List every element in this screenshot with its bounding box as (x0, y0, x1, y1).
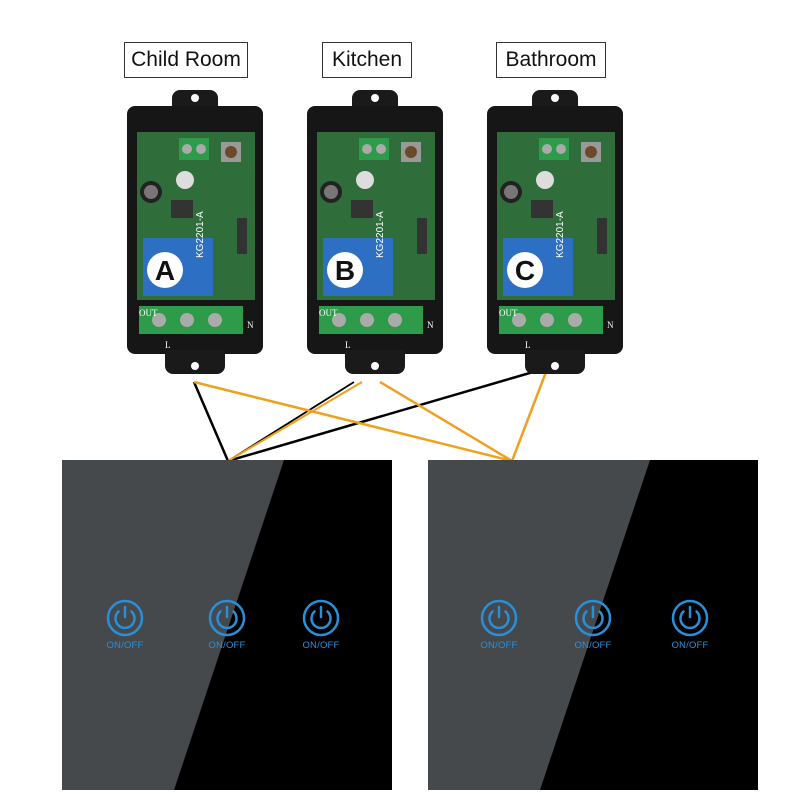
wire-black (192, 381, 230, 462)
power-icon (208, 599, 246, 637)
terminal-l: L (345, 340, 351, 350)
terminal-out: OUT (139, 308, 158, 318)
power-icon (106, 599, 144, 637)
touch-button-2[interactable]: ON/OFF (192, 598, 262, 658)
module-marking: KG2201-A (195, 211, 206, 258)
module-marking: KG2201-A (555, 211, 566, 258)
wire-orange (510, 371, 548, 462)
room-label-a: Child Room (124, 42, 248, 78)
touch-panel-1: ON/OFF ON/OFF ON/OFF (62, 460, 392, 790)
wire-black (227, 368, 541, 463)
receiver-module-c: C OUT L N KG2201-A (485, 88, 625, 378)
power-icon (480, 599, 518, 637)
receiver-module-b: B OUT L N KG2201-A (305, 88, 445, 378)
terminal-out: OUT (499, 308, 518, 318)
terminal-n: N (607, 320, 614, 330)
button-label: ON/OFF (302, 640, 340, 651)
room-label-b: Kitchen (322, 42, 412, 78)
receiver-module-a: A OUT L N KG2201-A (125, 88, 265, 378)
power-icon (574, 599, 612, 637)
wire-orange (379, 380, 513, 463)
touch-button-1[interactable]: ON/OFF (464, 598, 534, 658)
room-label-c: Bathroom (496, 42, 606, 78)
button-label: ON/OFF (208, 640, 246, 651)
touch-button-3[interactable]: ON/OFF (655, 598, 725, 658)
touch-button-2[interactable]: ON/OFF (558, 598, 628, 658)
touch-button-3[interactable]: ON/OFF (286, 598, 356, 658)
module-marking: KG2201-A (375, 211, 386, 258)
module-letter: B (335, 255, 355, 286)
module-letter: A (155, 255, 175, 286)
panel-gloss (428, 460, 650, 790)
power-icon (302, 599, 340, 637)
power-icon (671, 599, 709, 637)
terminal-l: L (525, 340, 531, 350)
terminal-out: OUT (319, 308, 338, 318)
button-label: ON/OFF (574, 640, 612, 651)
wire-orange (227, 381, 363, 462)
wire-orange (193, 380, 513, 463)
button-label: ON/OFF (480, 640, 518, 651)
terminal-n: N (247, 320, 254, 330)
terminal-n: N (427, 320, 434, 330)
touch-panel-2: ON/OFF ON/OFF ON/OFF (428, 460, 758, 790)
touch-button-1[interactable]: ON/OFF (90, 598, 160, 658)
panel-gloss (62, 460, 284, 790)
module-letter: C (515, 255, 535, 286)
button-label: ON/OFF (671, 640, 709, 651)
button-label: ON/OFF (106, 640, 144, 651)
terminal-l: L (165, 340, 171, 350)
